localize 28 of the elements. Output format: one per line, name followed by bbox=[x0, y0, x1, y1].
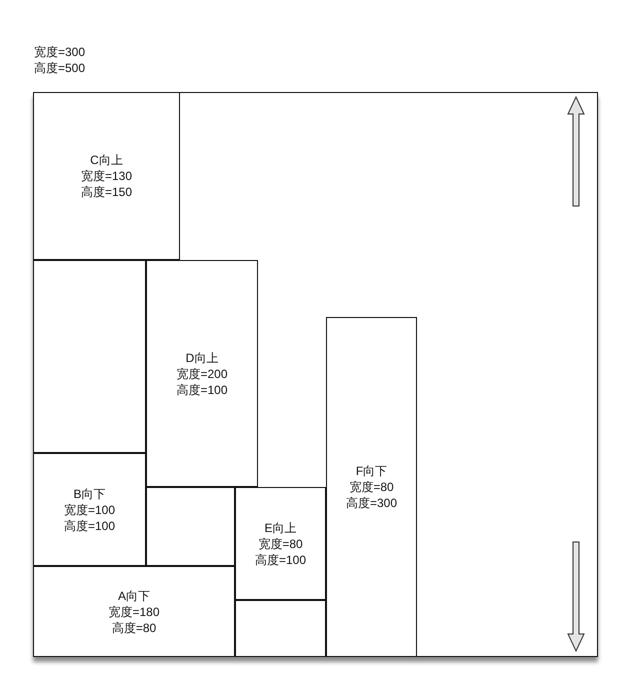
box-label: C向上 bbox=[90, 152, 123, 168]
box-label: 宽度=100 bbox=[64, 502, 116, 518]
box-label: 高度=80 bbox=[112, 620, 156, 636]
box-label: F向下 bbox=[356, 463, 388, 479]
dimension-text: 宽度=300 bbox=[34, 44, 86, 60]
item-box bbox=[326, 317, 417, 657]
box-label: 宽度=180 bbox=[108, 604, 160, 620]
box-label: 高度=150 bbox=[80, 184, 132, 200]
item-box bbox=[33, 453, 146, 566]
box-label: D向上 bbox=[186, 350, 218, 366]
item-box bbox=[146, 260, 258, 487]
box-label: E向上 bbox=[264, 520, 296, 536]
item-box bbox=[33, 92, 180, 260]
dimension-text: 高度=500 bbox=[34, 60, 86, 76]
item-box bbox=[33, 566, 235, 657]
box-label: 高度=100 bbox=[254, 552, 306, 568]
box-label: 高度=300 bbox=[346, 495, 398, 511]
box-label: B向下 bbox=[73, 486, 106, 502]
box-label: A向下 bbox=[118, 588, 150, 604]
empty-box bbox=[146, 487, 235, 566]
box-label: 宽度=200 bbox=[176, 366, 228, 382]
box-label: 宽度=80 bbox=[258, 536, 303, 552]
box-label: 宽度=130 bbox=[80, 168, 132, 184]
item-box bbox=[235, 487, 326, 600]
box-label: 高度=100 bbox=[64, 518, 116, 534]
box-label: 高度=100 bbox=[176, 382, 228, 398]
box-label: 宽度=80 bbox=[349, 479, 394, 495]
empty-box bbox=[235, 600, 326, 657]
